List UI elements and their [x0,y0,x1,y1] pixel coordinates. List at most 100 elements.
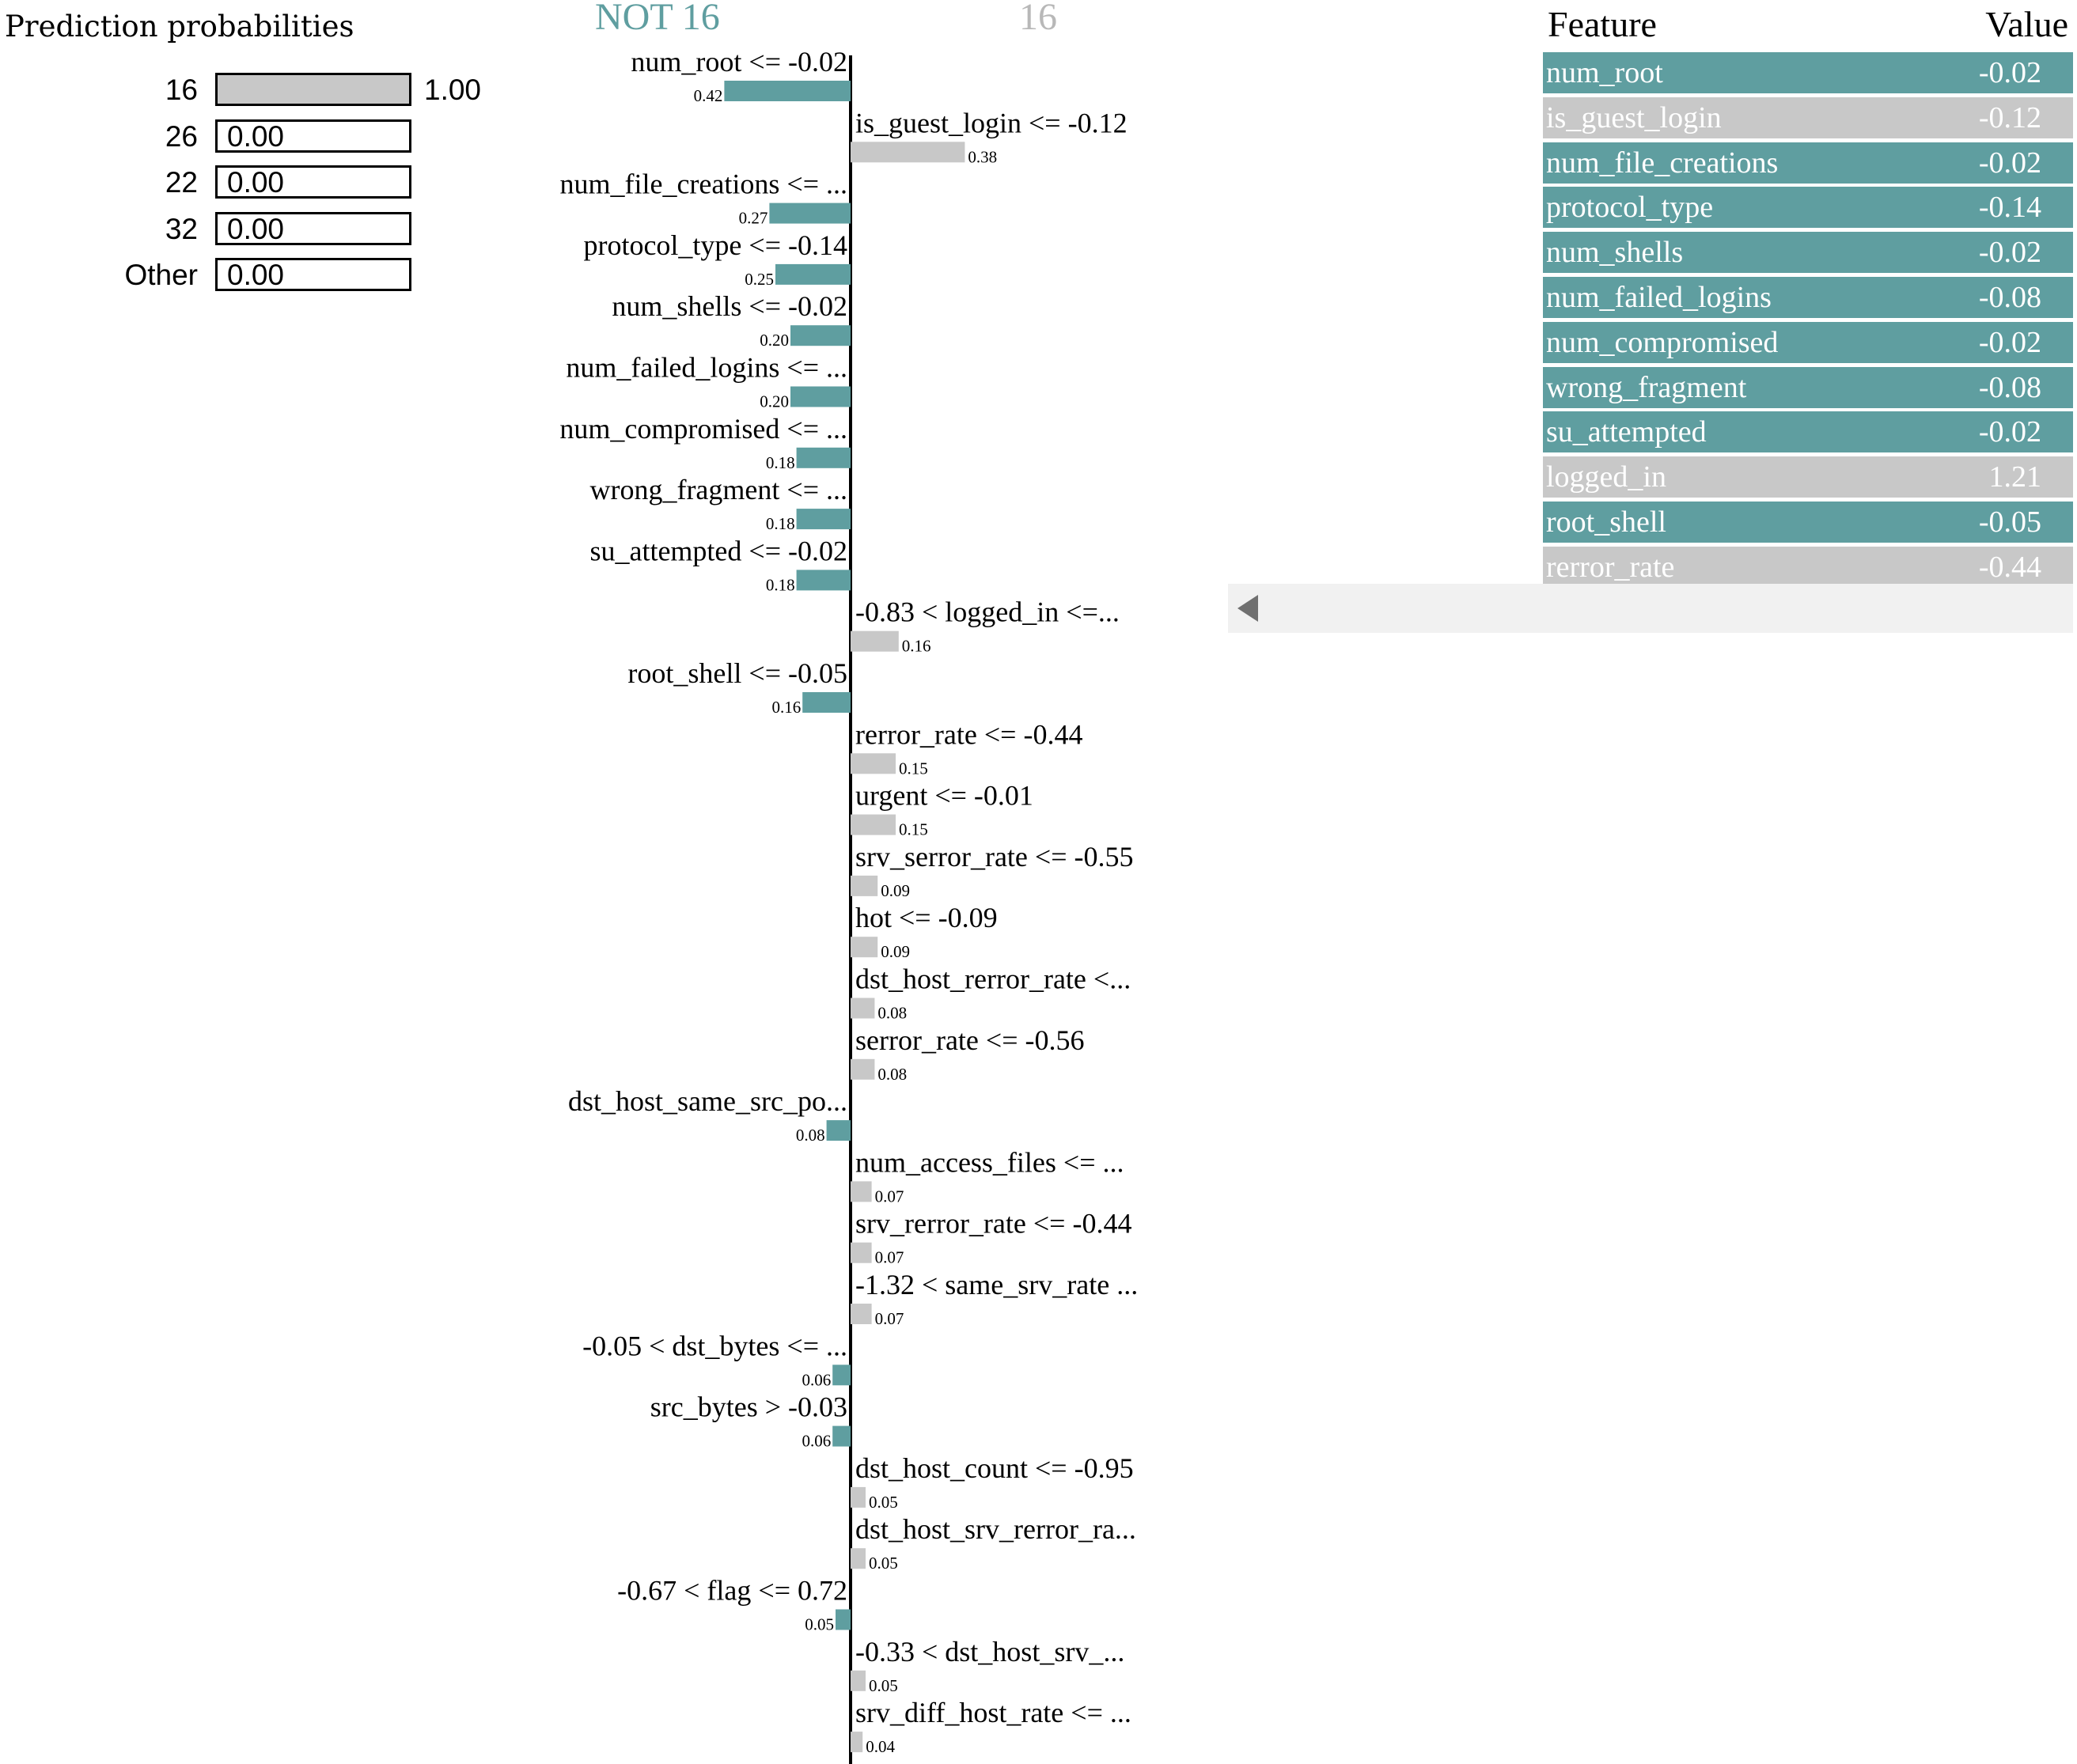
proba-bar [215,73,411,106]
bar-value-label: 0.06 [802,1432,831,1451]
table-row: num_compromised -0.02 [1543,321,2073,363]
bar-label: -0.05 < dst_bytes <= ... [582,1330,847,1361]
bar-label: src_bytes > -0.03 [650,1391,847,1423]
table-cell-feature: wrong_fragment [1546,370,1747,404]
bar-value-label: 0.08 [877,1004,907,1023]
feature-bar [851,997,875,1019]
feature-bar [769,203,851,224]
feature-bar [802,692,851,713]
bar-value-label: 0.18 [766,575,795,594]
proba-bar: 0.00 [215,258,411,291]
feature-bar [851,875,878,896]
table-cell-value: -0.02 [1978,56,2041,89]
bar-value-label: 0.16 [771,698,801,717]
table-cell-value: -0.08 [1978,370,2041,404]
feature-bar [826,1120,851,1141]
proba-bar-fill [218,75,409,104]
feature-bar [851,1304,872,1324]
proba-bar: 0.00 [215,119,411,153]
bar-value-label: 0.05 [869,1493,898,1512]
table-row: num_root-0.02 [1543,52,2073,93]
table-cell-feature: root_shell [1546,505,1666,539]
feature-bar [851,1670,866,1691]
proba-class-label: 22 [165,166,198,199]
bar-label: dst_host_count <= -0.95 [855,1452,1134,1484]
bar-value-label: 0.08 [796,1126,825,1145]
feature-bar [851,753,896,774]
bar-value-label: 0.20 [760,392,789,411]
bar-value-label: 0.06 [802,1370,831,1389]
horizontal-scrollbar[interactable] [1228,584,2073,633]
bar-label: num_failed_logins <= ... [566,352,847,384]
bar-label: serror_rate <= -0.56 [855,1024,1085,1056]
table-cell-feature: protocol_type [1546,191,1714,225]
proba-class-label: 32 [165,212,198,245]
bar-value-label: 0.08 [877,1065,907,1084]
bar-label: num_root <= -0.02 [631,46,847,78]
bar-label: dst_host_srv_rerror_ra... [855,1513,1136,1545]
table-cell-feature: su_attempted [1546,415,1707,449]
table-cell-feature: is_guest_login [1546,100,1722,134]
neg-class-label: NOT 16 [595,0,720,38]
proba-value: 1.00 [424,74,482,106]
feature-bar [724,81,851,101]
proba-class-label: Other [124,259,198,291]
bar-label: is_guest_login <= -0.12 [855,107,1128,138]
table-cell-value: -0.14 [1978,191,2041,225]
bar-label: root_shell <= -0.05 [627,657,847,689]
table-cell-value: -0.02 [1978,146,2041,180]
table-cell-value: -0.08 [1978,281,2041,314]
bar-value-label: 0.09 [881,881,910,900]
proba-title: Prediction probabilities [5,9,354,44]
bar-value-label: 0.25 [745,270,774,289]
proba-value: 0.00 [227,259,285,291]
feature-bar [851,142,965,163]
table-row: wrong_fragment -0.08 [1543,366,2073,408]
bar-value-label: 0.38 [968,147,997,166]
bar-label: num_file_creations <= ... [559,168,847,200]
table-header: Feature Value [1543,0,2073,52]
bar-label: -1.32 < same_srv_rate ... [855,1269,1138,1300]
scroll-left-arrow-icon[interactable] [1237,595,1258,622]
bar-label: srv_rerror_rate <= -0.44 [855,1208,1131,1240]
bar-value-label: 0.27 [739,209,768,228]
bar-label: num_access_files <= ... [855,1146,1124,1178]
bar-value-label: 0.15 [899,820,928,839]
pos-class-label: 16 [1019,0,1057,38]
proba-class-label: 16 [165,74,198,106]
bar-label: su_attempted <= -0.02 [589,535,847,566]
bar-label: num_shells <= -0.02 [612,290,847,322]
bar-value-label: 0.05 [869,1676,898,1695]
bar-label: dst_host_rerror_rate <... [855,963,1131,995]
table-cell-value: -0.05 [1978,505,2041,539]
bar-value-label: 0.07 [875,1309,904,1328]
proba-bar: 0.00 [215,211,411,245]
table-cell-value: -0.02 [1978,325,2041,359]
proba-value: 0.00 [227,212,285,245]
feature-bar [796,447,851,468]
feature-value-table: Feature Value num_root-0.02 is_guest_logi… [1543,0,2073,585]
bar-value-label: 0.07 [875,1248,904,1267]
table-row: protocol_type -0.14 [1543,187,2073,229]
bar-value-label: 0.18 [766,514,795,533]
feature-bar [851,1181,872,1202]
table-header-value: Value [1985,4,2068,44]
feature-bar [790,325,851,346]
table-cell-feature: num_shells [1546,236,1684,270]
table-cell-feature: num_file_creations [1546,146,1779,180]
feature-bar [851,1732,863,1753]
table-cell-feature: rerror_rate [1546,550,1675,584]
feature-bar [851,937,878,958]
bar-label: hot <= -0.09 [855,902,998,933]
feature-bar [851,1242,872,1263]
bar-label: wrong_fragment <= ... [589,474,847,505]
table-row: num_shells-0.02 [1543,232,2073,274]
proba-value: 0.00 [227,166,285,199]
bar-label: srv_serror_rate <= -0.55 [855,841,1134,873]
table-cell-feature: num_compromised [1546,325,1779,359]
